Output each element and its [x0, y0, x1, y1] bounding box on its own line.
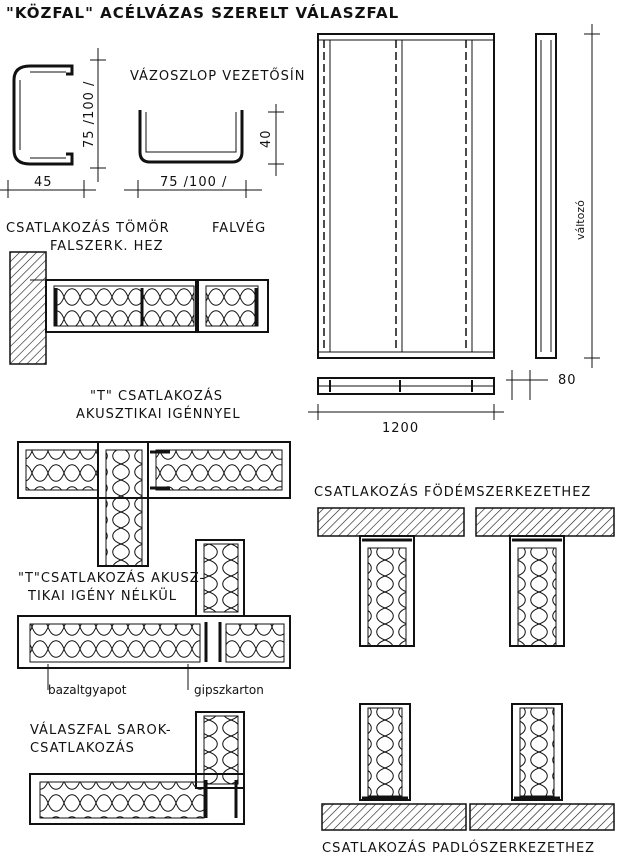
profile-label: VÁZOSZLOP VEZETŐSÍN — [130, 68, 305, 84]
dim-c-width: 45 — [34, 175, 53, 190]
t-acoustic-heading-2: AKUSZTIKAI IGÉNNYEL — [76, 406, 241, 422]
detail-ceiling: CSATLAKOZÁS FÖDÉMSZERKEZETHEZ — [314, 483, 615, 647]
drawing-title: "KÖZFAL" ACÉLVÁZAS SZERELT VÁLASZFAL — [6, 3, 399, 22]
detail-floor: CSATLAKOZÁS PADLÓSZERKEZETHEZ — [321, 703, 615, 856]
t-plain-heading-1: "T"CSATLAKOZÁS AKUSZ- — [18, 570, 205, 586]
t-acoustic-heading-1: "T" CSATLAKOZÁS — [90, 388, 223, 404]
solid-heading-2: FALSZERK. HEZ — [50, 239, 164, 254]
dim-u-height: 40 — [259, 129, 274, 148]
profile-details: 75 /100 / 45 VÁZOSZLOP VEZETŐSÍN 40 75 /… — [0, 48, 305, 198]
ceiling-heading: CSATLAKOZÁS FÖDÉMSZERKEZETHEZ — [314, 483, 591, 500]
dim-wall-height: változó — [574, 200, 587, 240]
dim-wall-thickness: 80 — [558, 373, 577, 388]
end-heading: FALVÉG — [212, 220, 266, 236]
detail-corner: VÁLASZFAL SAROK- CSATLAKOZÁS — [29, 711, 245, 825]
material-insulation: bazaltgyapot — [48, 683, 127, 697]
detail-t-plain: "T"CSATLAKOZÁS AKUSZ- TIKAI IGÉNY NÉLKÜL… — [17, 539, 291, 697]
corner-heading-1: VÁLASZFAL SAROK- — [30, 722, 172, 738]
corner-heading-2: CSATLAKOZÁS — [30, 740, 135, 756]
detail-t-acoustic: "T" CSATLAKOZÁS AKUSZTIKAI IGÉNNYEL — [17, 388, 291, 567]
detail-solid-wall-connection: CSATLAKOZÁS TÖMÖR FALSZERK. HEZ FALVÉG — [6, 219, 269, 365]
material-board: gipszkarton — [194, 683, 264, 697]
u-track-profile — [138, 110, 244, 164]
wall-elevation: változó 1200 80 — [308, 24, 600, 436]
dim-c-height: 75 /100 / — [82, 81, 97, 148]
dim-u-width: 75 /100 / — [160, 175, 227, 190]
t-plain-heading-2: TIKAI IGÉNY NÉLKÜL — [27, 587, 177, 604]
dim-panel-width: 1200 — [382, 421, 419, 436]
c-stud-profile — [12, 64, 74, 166]
floor-heading: CSATLAKOZÁS PADLÓSZERKEZETHEZ — [322, 840, 595, 856]
solid-heading-1: CSATLAKOZÁS TÖMÖR — [6, 219, 170, 236]
